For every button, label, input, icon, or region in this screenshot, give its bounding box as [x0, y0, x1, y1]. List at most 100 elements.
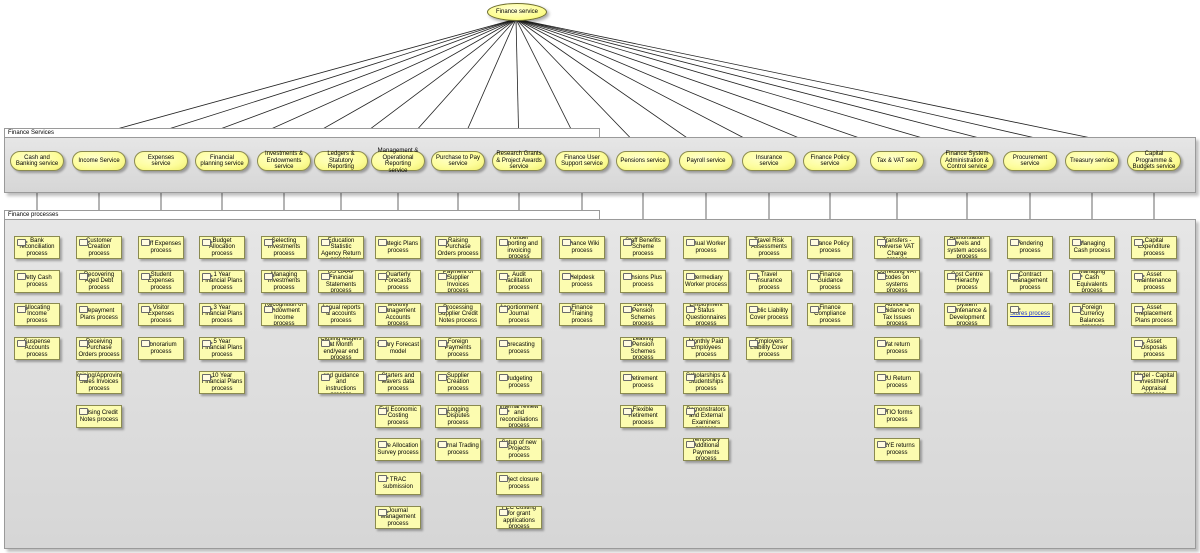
- process-box-internal-transfers-reverse-vat-charge-process[interactable]: Internal Transfers - Reverse VAT Charge …: [874, 236, 920, 259]
- process-box-budgeting-process[interactable]: Budgeting process: [496, 371, 542, 394]
- process-box-payment-of-supplier-invoices-process[interactable]: Payment of Supplier Invoices process: [435, 270, 481, 293]
- process-box-supplier-creation-process[interactable]: Supplier Creation process: [435, 371, 481, 394]
- process-box-repayment-plans-process[interactable]: Repayment Plans process: [76, 303, 122, 326]
- service-node-expenses-service[interactable]: Expenses service: [134, 151, 188, 171]
- process-box-receiving-purchase-orders-process[interactable]: Receiving Purchase Orders process: [76, 337, 122, 360]
- service-node-treasury-service[interactable]: Treasury service: [1065, 151, 1119, 171]
- process-box-staff-benefits-scheme-process[interactable]: Staff Benefits Scheme process: [620, 236, 666, 259]
- process-box-monthly-management-accounts-process[interactable]: Monthly Management Accounts process: [375, 303, 421, 326]
- process-box-contract-management-process[interactable]: Contract Management process: [1007, 270, 1053, 293]
- process-box-foreign-payments-process[interactable]: Foreign Payments process: [435, 337, 481, 360]
- process-box-finance-guidance-process[interactable]: Finance Guidance process: [807, 270, 853, 293]
- process-box-salary-forecast-model[interactable]: Salary Forecast model: [375, 337, 421, 360]
- service-node-purchase-to-pay-service[interactable]: Purchase to Pay service: [431, 151, 485, 171]
- process-box-visitor-expenses-process[interactable]: Visitor Expenses process: [138, 303, 184, 326]
- process-box-eu-return-process[interactable]: EU Return process: [874, 371, 920, 394]
- process-box-time-allocation-survey-process[interactable]: Time Allocation Survey process: [375, 438, 421, 461]
- service-node-finance-system-administration-control-service[interactable]: Finance System Administration & Control …: [940, 151, 994, 171]
- process-box-audit-facilitation-process[interactable]: Audit facilitation process: [496, 270, 542, 293]
- process-box-higher-education-statistic-agency-return-process[interactable]: Higher Education Statistic Agency Return…: [318, 236, 364, 259]
- service-node-research-grants-project-awards-service[interactable]: Research Grants & Project Awards service: [492, 151, 546, 171]
- process-box-setup-of-new-projects-process[interactable]: Setup of new Projects process: [496, 438, 542, 461]
- process-box-finance-compliance-process[interactable]: Finance Compliance process: [807, 303, 853, 326]
- process-box-managing-cash-process[interactable]: Managing Cash process: [1069, 236, 1115, 259]
- process-box-pensions-plus-process[interactable]: Pensions Plus process: [620, 270, 666, 293]
- process-box-travel-insurance-process[interactable]: Travel Insurance process: [746, 270, 792, 293]
- process-box-funder-reporting-and-invoicing-process[interactable]: Funder Reporting and invoicing process: [496, 236, 542, 259]
- process-box-stores-process[interactable]: Stores process: [1007, 303, 1053, 326]
- process-box-finance-training-process[interactable]: Finance Training process: [559, 303, 605, 326]
- process-box-asset-disposals-process[interactable]: Asset Disposals process: [1131, 337, 1177, 360]
- process-box-temporary-additional-payments-process[interactable]: Temporary Additional Payments process: [683, 438, 729, 461]
- process-box-authorisation-levels-and-system-access-process[interactable]: Authorisation levels and system access p…: [944, 236, 990, 259]
- process-box-scholarships-studentships-process[interactable]: Scholarships & Studentships process: [683, 371, 729, 394]
- process-box-raising-purchase-orders-process[interactable]: Raising Purchase Orders process: [435, 236, 481, 259]
- process-box-managing-foreign-currency-balances-process[interactable]: Managing Foreign Currency Balances proce…: [1069, 303, 1115, 326]
- service-node-income-service[interactable]: Income Service: [72, 151, 126, 171]
- service-node-cash-and-banking-service[interactable]: Cash and Banking service: [10, 151, 64, 171]
- process-box-raising-approving-sales-invoices-process[interactable]: Raising/Approving Sales Invoices process: [76, 371, 122, 394]
- process-box-financial-year-end-guidance-and-instructions-process[interactable]: Financial year end guidance and instruct…: [318, 371, 364, 394]
- process-box-processing-supplier-credit-notes-process[interactable]: Processing Supplier Credit Notes process: [435, 303, 481, 326]
- process-box-intermediary-worker-process[interactable]: Intermediary Worker process: [683, 270, 729, 293]
- process-box-managing-cash-equivalents-process[interactable]: Managing Cash Equivalents process: [1069, 270, 1115, 293]
- process-box-helpdesk-process[interactable]: Helpdesk process: [559, 270, 605, 293]
- process-box-trac-submission[interactable]: TRAC submission: [375, 472, 421, 495]
- finance-service-root-node[interactable]: Finance service: [487, 3, 547, 21]
- process-box-advice-guidance-on-tax-issues-process[interactable]: Advice & Guidance on Tax Issues process: [874, 303, 920, 326]
- process-box-public-liability-cover-process[interactable]: Public Liability Cover process: [746, 303, 792, 326]
- process-box-3-year-financial-plans-process[interactable]: 3 Year Financial Plans process: [199, 303, 245, 326]
- process-box-travel-risk-assessments-process[interactable]: Travel Risk Assessments process: [746, 236, 792, 259]
- process-box-vat-return-process[interactable]: Vat return process: [874, 337, 920, 360]
- process-box-project-closure-process[interactable]: Project closure process: [496, 472, 542, 495]
- service-node-procurement-service[interactable]: Procurement service: [1003, 151, 1057, 171]
- service-node-capital-programme-budgets-service[interactable]: Capital Programme & Budgets service: [1127, 151, 1181, 171]
- process-box-financial-model-capital-investment-appraisal-process[interactable]: Financial Model - Capital Investment App…: [1131, 371, 1177, 394]
- process-box-full-economic-costing-process[interactable]: Full Economic Costing process: [375, 405, 421, 428]
- process-box-selecting-investments-process[interactable]: Selecting Investments process: [261, 236, 307, 259]
- process-box-us-gaap-financial-statements-process[interactable]: US GAAP Financial Statements process: [318, 270, 364, 293]
- service-node-management-operational-reporting-service[interactable]: Management & Operational Reporting servi…: [371, 148, 425, 174]
- process-box-petty-cash-process[interactable]: Petty Cash process: [14, 270, 60, 293]
- process-box-5-year-financial-plans-process[interactable]: 5 Year Financial Plans process: [199, 337, 245, 360]
- process-box-budget-allocation-process[interactable]: Budget Allocation process: [199, 236, 245, 259]
- process-box-journal-management-process[interactable]: Journal Management process: [375, 506, 421, 529]
- process-box-quarterly-forecasts-process[interactable]: Quarterly Forecasts process: [375, 270, 421, 293]
- process-box-monthly-paid-employees-process[interactable]: Monthly Paid Employees process: [683, 337, 729, 360]
- process-box-customer-creation-process[interactable]: Customer Creation process: [76, 236, 122, 259]
- process-box-finance-policy-process[interactable]: Finance Policy process: [807, 236, 853, 259]
- process-box-joining-pension-schemes-process[interactable]: Joining Pension Schemes process: [620, 303, 666, 326]
- process-box-asset-replacement-plans-process[interactable]: Asset Replacement Plans process: [1131, 303, 1177, 326]
- service-node-investments-endowments-service[interactable]: Investments & Endowments service: [257, 151, 311, 171]
- service-node-payroll-service[interactable]: Payroll service: [679, 151, 733, 171]
- process-box-employment-status-questionnaires-process[interactable]: Employment Status Questionnaires process: [683, 303, 729, 326]
- process-box-cost-centre-hierachy-process[interactable]: Cost Centre Hierachy process: [944, 270, 990, 293]
- process-box-tutors-demonstrators-and-external-examiners-process[interactable]: Tutors' Demonstrators and External Exami…: [683, 405, 729, 428]
- service-node-ledgers-statutory-reporting[interactable]: Ledgers & Statutory Reporting: [314, 151, 368, 171]
- process-box-apportionment-journal-process[interactable]: Apportionment Journal process: [496, 303, 542, 326]
- process-box-rtio-forms-process[interactable]: RTIO forms process: [874, 405, 920, 428]
- process-box-internal-review-and-reconciliations-process[interactable]: Internal review and reconciliations proc…: [496, 405, 542, 428]
- process-box-tendering-process[interactable]: Tendering process: [1007, 236, 1053, 259]
- process-box-managing-investments-process[interactable]: Managing Investments process: [261, 270, 307, 293]
- process-box-casual-worker-process[interactable]: Casual Worker process: [683, 236, 729, 259]
- process-box-internal-trading-process[interactable]: Internal Trading process: [435, 438, 481, 461]
- process-box-retirement-process[interactable]: Retirement process: [620, 371, 666, 394]
- service-node-pensions-service[interactable]: Pensions service: [616, 151, 670, 171]
- process-box-capital-expenditure-process[interactable]: Capital Expenditure process: [1131, 236, 1177, 259]
- process-box-strategic-plans-process[interactable]: Strategic Plans process: [375, 236, 421, 259]
- process-box-annual-reports-accounts-process[interactable]: Annual reports & accounts process: [318, 303, 364, 326]
- service-node-insurance-service[interactable]: Insurance service: [742, 151, 796, 171]
- service-node-finance-policy-service[interactable]: Finance Policy service: [803, 151, 857, 171]
- process-box-raising-credit-notes-process[interactable]: Raising Credit Notes process: [76, 405, 122, 428]
- service-node-tax-vat-serv[interactable]: Tax & VAT serv: [870, 151, 924, 171]
- process-box-leaving-pension-schemes-process[interactable]: Leaving Pension Schemes process: [620, 337, 666, 360]
- process-box-honorarium-process[interactable]: Honorarium process: [138, 337, 184, 360]
- process-box-forecasting-process[interactable]: Forecasting process: [496, 337, 542, 360]
- process-box-bank-reconciliation-process[interactable]: Bank reconciliation process: [14, 236, 60, 259]
- process-box-recovering-aged-debt-process[interactable]: Recovering Aged Debt process: [76, 270, 122, 293]
- service-node-financial-planning-service[interactable]: Financial planning service: [195, 151, 249, 171]
- service-node-finance-user-support-service[interactable]: Finance User Support service: [555, 151, 609, 171]
- process-box-starters-and-leavers-data-process[interactable]: Starters and leavers data process: [375, 371, 421, 394]
- process-box-staff-expenses-process[interactable]: Staff Expenses process: [138, 236, 184, 259]
